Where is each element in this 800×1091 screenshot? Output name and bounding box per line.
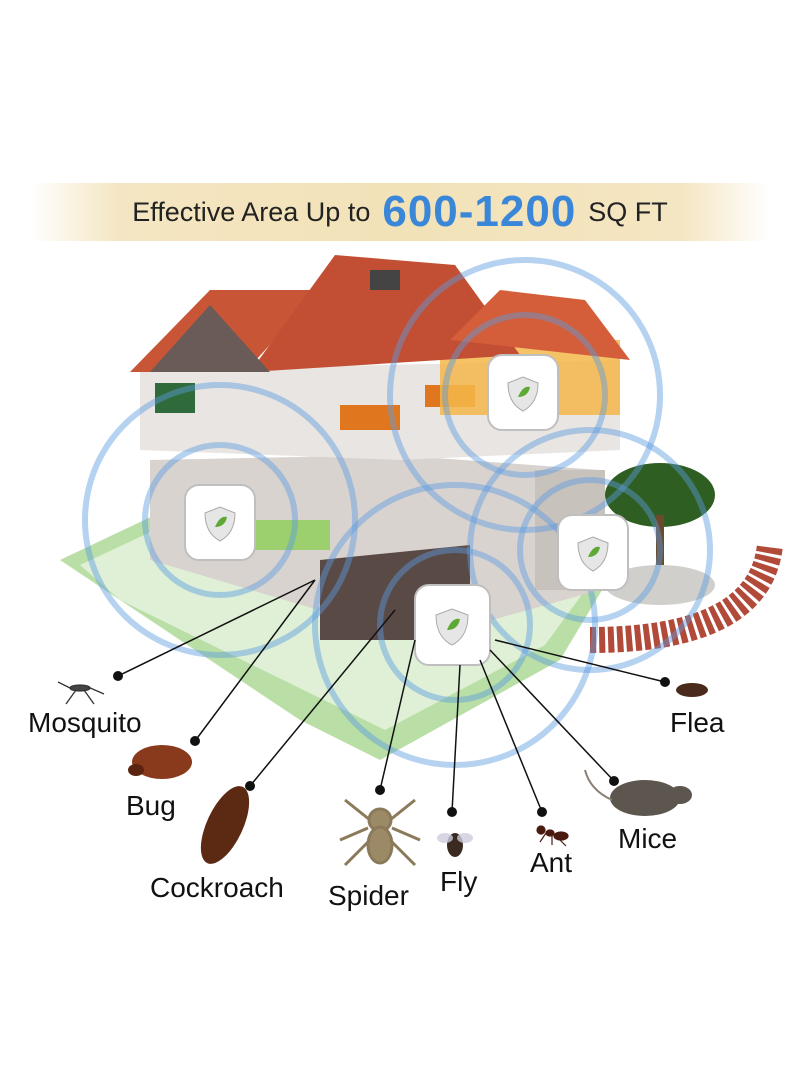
spider-icon	[339, 798, 421, 867]
tree-trunk	[656, 515, 664, 565]
repeller-device	[414, 584, 491, 666]
fly-icon	[437, 833, 473, 857]
repeller-device	[487, 354, 559, 431]
mouse-icon	[584, 769, 692, 816]
tree	[605, 463, 715, 527]
headline-prefix: Effective Area Up to	[132, 196, 371, 227]
pest-label-spider: Spider	[328, 880, 409, 911]
skylight	[370, 270, 400, 290]
bedroom-bed	[340, 405, 400, 430]
pest-label-ant: Ant	[530, 847, 573, 878]
pointer-dots	[113, 671, 670, 817]
headline-unit: SQ FT	[588, 196, 668, 227]
roof-right	[450, 290, 630, 360]
pest-label-cockroach: Cockroach	[150, 872, 284, 903]
roof-main	[250, 255, 520, 372]
pest-label-mice: Mice	[618, 823, 678, 854]
pointer-lines	[117, 579, 666, 813]
ant-icon	[536, 825, 569, 847]
brick-arc	[589, 543, 783, 653]
flea-icon	[676, 683, 708, 697]
gable	[150, 305, 270, 372]
pest-label-bug: Bug	[126, 790, 176, 821]
tv-screen	[155, 383, 195, 413]
pest-label-flea: Flea	[670, 707, 725, 738]
cockroach-icon	[200, 786, 250, 864]
repeller-device	[184, 484, 256, 561]
pest-label-fly: Fly	[440, 866, 478, 897]
bug-icon	[128, 745, 192, 779]
mosquito-icon	[57, 681, 105, 705]
headline: Effective Area Up to 600-1200 SQ FT	[0, 183, 800, 241]
headline-range: 600-1200	[382, 187, 577, 236]
headline-banner	[30, 183, 770, 241]
repeller-device	[557, 514, 629, 591]
planter	[605, 565, 715, 605]
pest-label-mosquito: Mosquito	[28, 707, 142, 738]
